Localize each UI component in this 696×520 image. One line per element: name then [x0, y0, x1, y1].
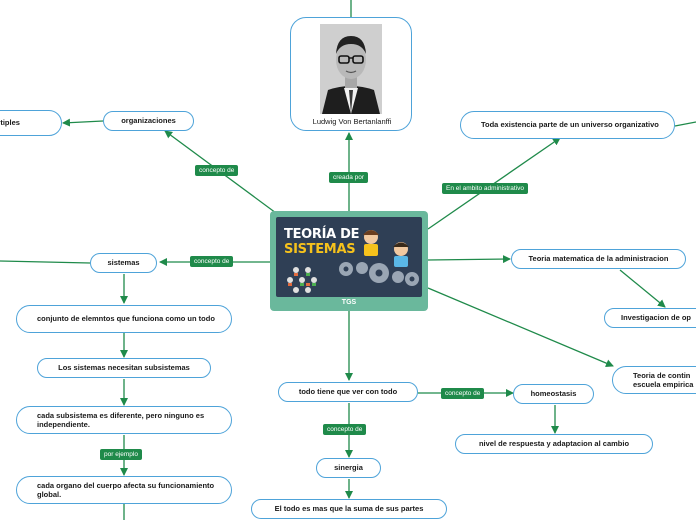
node-nivel[interactable]: nivel de respuesta y adaptacion al cambi… [455, 434, 653, 454]
node-diferente[interactable]: cada subsistema es diferente, pero ningu… [16, 406, 232, 434]
node-organizaciones[interactable]: organizaciones [103, 111, 194, 131]
author-caption: Ludwig Von Bertanlanffi [312, 117, 392, 126]
central-label: TGS [341, 299, 357, 306]
node-teoria-matematica[interactable]: Teoria matematica de la administracion [511, 249, 686, 269]
node-todo[interactable]: todo tiene que ver con todo [278, 382, 418, 402]
author-portrait [320, 24, 382, 114]
systems-illustration [287, 230, 419, 293]
node-sinergia[interactable]: sinergia [316, 458, 381, 478]
tag-creada-por: creada por [329, 172, 369, 183]
central-topic[interactable]: TEORÍA DE SISTEMAS TGS [270, 211, 428, 311]
tag-concepto-organizaciones: concepto de [195, 165, 239, 176]
node-subsistemas[interactable]: Los sistemas necesitan subsistemas [37, 358, 211, 378]
central-title-line2: SISTEMAS [284, 242, 356, 257]
node-multiples[interactable]: multiples [0, 110, 62, 136]
tag-concepto-sinergia: concepto de [323, 424, 367, 435]
tag-concepto-sistemas: concepto de [190, 256, 234, 267]
node-homeostasis[interactable]: homeostasis [513, 384, 594, 404]
node-suma[interactable]: El todo es mas que la suma de sus partes [251, 499, 447, 519]
central-image: TEORÍA DE SISTEMAS [276, 217, 422, 297]
node-contingencia[interactable]: Teoria de contin escuela empirica [612, 366, 696, 394]
node-conjunto[interactable]: conjunto de elemntos que funciona como u… [16, 305, 232, 333]
tag-ambito-administrativo: En el ambito administrativo [442, 183, 529, 194]
node-investigacion[interactable]: Investigacion de op [604, 308, 696, 328]
central-title-line1: TEORÍA DE [284, 227, 360, 242]
author-node[interactable]: Ludwig Von Bertanlanffi [290, 17, 412, 131]
node-sistemas[interactable]: sistemas [90, 253, 157, 273]
tag-concepto-homeostasis: concepto de [441, 388, 485, 399]
node-organo[interactable]: cada organo del cuerpo afecta su funcion… [16, 476, 232, 504]
tag-por-ejemplo: por ejemplo [100, 449, 142, 460]
node-universo[interactable]: Toda existencia parte de un universo org… [460, 111, 675, 139]
